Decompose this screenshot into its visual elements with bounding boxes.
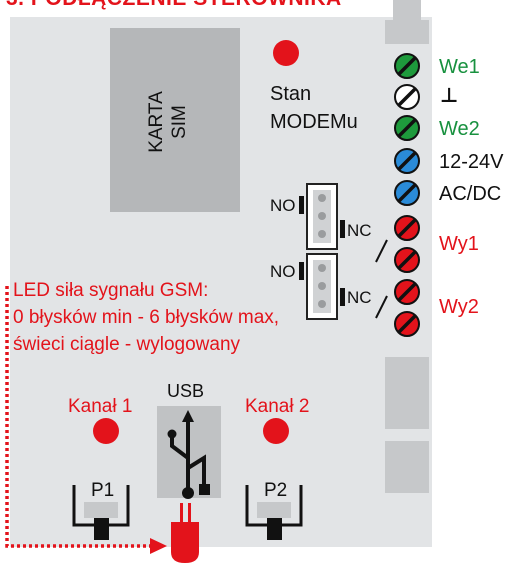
terminal-screw-slot xyxy=(397,56,417,76)
relay2-switch-symbol xyxy=(375,295,388,319)
relay2-nc-jumper xyxy=(340,288,345,306)
terminal-label-ground: ⊥ xyxy=(440,85,459,107)
relay2-pin xyxy=(318,264,326,272)
terminal-screw-slot xyxy=(397,183,417,203)
channel1-led xyxy=(93,418,119,444)
usb-icon xyxy=(170,420,206,490)
relay1-nc-jumper xyxy=(340,220,345,238)
relay2-no-label: NO xyxy=(270,262,296,281)
top-connector xyxy=(393,0,421,22)
terminal-label-power2: AC/DC xyxy=(439,183,502,205)
sim-label-line2: SIM xyxy=(169,105,190,139)
terminal-block xyxy=(394,53,420,337)
side-connector-2 xyxy=(385,441,429,493)
terminal-screw-slot xyxy=(397,250,417,270)
terminal-screw-slot xyxy=(397,218,417,238)
gsm-led-leg xyxy=(180,503,183,523)
button-p2-label: P2 xyxy=(264,480,288,501)
terminal-label-we2: We2 xyxy=(439,118,480,140)
relay1-pin xyxy=(318,212,326,220)
relay2-pin xyxy=(318,282,326,290)
button-p1 xyxy=(72,485,130,540)
usb-label: USB xyxy=(167,381,205,401)
gsm-note-line1: LED siła sygnału GSM: xyxy=(13,280,209,301)
usb-icon-circle xyxy=(167,429,177,439)
sim-label-line1: KARTA xyxy=(146,91,167,153)
terminal-screw-slot xyxy=(397,314,417,334)
side-connector-1 xyxy=(385,357,429,429)
button-p1-label: P1 xyxy=(91,480,115,501)
terminal-screw-slot xyxy=(397,87,417,107)
terminal-screw-slot xyxy=(397,118,417,138)
terminal-screw-slot xyxy=(397,151,417,171)
relay1-switch-symbol xyxy=(375,239,388,263)
relay2-nc-label: NC xyxy=(347,288,372,307)
modem-status-label-line1: Stan xyxy=(270,83,312,105)
gsm-note-line3: świeci ciągle - wylogowany xyxy=(13,334,241,355)
gsm-leader-arrow xyxy=(150,538,167,554)
sim-card xyxy=(110,28,240,212)
sim-label: KARTA SIM xyxy=(145,75,205,169)
usb-icon-arrow xyxy=(182,410,194,422)
terminal-screw-slot xyxy=(397,282,417,302)
terminal-label-we1: We1 xyxy=(439,56,480,78)
page-title: 3. PODŁĄCZENIE STEROWNIKA xyxy=(6,0,342,9)
channel2-led xyxy=(263,418,289,444)
gsm-signal-led xyxy=(171,522,199,563)
relay2-no-jumper xyxy=(299,262,304,280)
relay1-no-label: NO xyxy=(270,196,296,215)
relay2-pin xyxy=(318,300,326,308)
usb-icon-base xyxy=(182,487,194,499)
relay1-pin xyxy=(318,194,326,202)
relay1-nc-label: NC xyxy=(347,221,372,240)
relay1-no-jumper xyxy=(299,196,304,214)
channel1-label: Kanał 1 xyxy=(68,396,133,417)
gsm-led-leg xyxy=(188,503,191,523)
channel2-label: Kanał 2 xyxy=(245,396,310,417)
gsm-note-line2: 0 błysków min - 6 błysków max, xyxy=(13,307,280,328)
terminal-label-wy1: Wy1 xyxy=(439,233,479,255)
gsm-leader-line xyxy=(5,286,150,548)
modem-status-label-line2: MODEMu xyxy=(270,111,358,133)
modem-status-led xyxy=(273,40,299,66)
relay1-pin xyxy=(318,230,326,238)
usb-icon-square xyxy=(199,484,210,495)
terminal-label-power1: 12-24V xyxy=(439,151,504,173)
button-p2 xyxy=(245,485,303,540)
terminal-label-wy2: Wy2 xyxy=(439,296,479,318)
top-connector-base xyxy=(385,20,429,44)
